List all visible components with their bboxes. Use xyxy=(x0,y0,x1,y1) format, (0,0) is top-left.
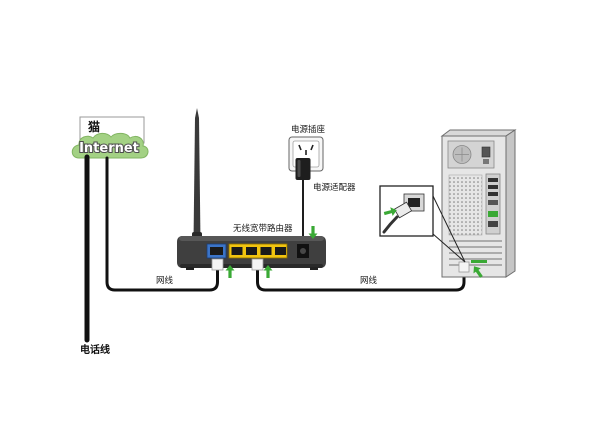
router-power-jack-hole xyxy=(300,248,306,254)
pc-io-port xyxy=(488,200,498,205)
router-lan-ports xyxy=(228,243,288,259)
wan-plug xyxy=(211,258,224,271)
pc-io-port-green xyxy=(488,211,498,217)
router-antenna xyxy=(193,108,201,242)
internet-label: Internet xyxy=(79,141,139,156)
lan-cable-label: 网线 xyxy=(360,275,378,286)
pc-vent-grille xyxy=(448,174,483,236)
wan-cable: 网线 xyxy=(105,156,219,292)
power-socket-label: 电源插座 xyxy=(291,124,326,135)
inset-port-opening xyxy=(408,198,420,207)
socket-slot-left xyxy=(298,144,302,151)
wan-cable-label: 网线 xyxy=(156,275,174,286)
callout-line-bottom xyxy=(432,233,466,263)
router-label: 无线宽带路由器 xyxy=(233,223,293,234)
lan-cable: 网线 xyxy=(256,268,466,292)
pc-side-face xyxy=(505,129,516,278)
phone-line: 电话线 xyxy=(80,154,110,356)
pc-io-port xyxy=(488,221,498,227)
pc-power-inlet xyxy=(481,146,491,158)
pc-tower xyxy=(440,129,517,278)
pc-power-switch xyxy=(483,159,489,164)
router-lan-port-hole xyxy=(231,247,243,255)
pc-network-plug xyxy=(458,261,470,273)
socket-slot-right xyxy=(310,144,314,151)
inset-callout xyxy=(379,185,466,263)
power-adapter: 电源适配器 xyxy=(295,158,356,246)
pc-top-face xyxy=(440,129,517,137)
arrow-down-icon xyxy=(308,226,318,239)
router-bottom-edge xyxy=(180,264,323,268)
router-foot-right xyxy=(310,267,318,270)
internet-cloud xyxy=(71,132,149,159)
modem-label: 猫 xyxy=(88,119,100,134)
router-lan-port-hole xyxy=(246,247,257,255)
router-lan-port-hole xyxy=(275,247,286,255)
power-adapter-highlight xyxy=(297,160,301,177)
router-lan-port-hole xyxy=(260,247,272,255)
wan-cable-line xyxy=(105,156,219,292)
pc-io-port xyxy=(488,185,498,189)
inset-cable xyxy=(382,215,399,234)
arrow-up-icon xyxy=(263,265,273,278)
router-top-edge xyxy=(179,236,324,241)
arrow-up-left-icon xyxy=(473,266,483,278)
callout-line-top xyxy=(432,195,466,263)
modem: 猫 Internet xyxy=(71,116,149,159)
arrow-right-icon xyxy=(383,207,397,216)
router-wan-port-hole xyxy=(210,247,223,255)
pc-network-card xyxy=(471,260,487,263)
lan-plug xyxy=(251,258,264,271)
pc-io-port xyxy=(488,192,498,196)
pc-io-port xyxy=(488,178,498,182)
lan-cable-line xyxy=(256,268,466,292)
router-foot-left xyxy=(186,267,194,270)
arrow-up-icon xyxy=(225,265,235,278)
power-adapter-label: 电源适配器 xyxy=(313,182,356,193)
arrows xyxy=(225,207,483,278)
phone-line-label: 电话线 xyxy=(80,343,110,356)
router: 无线宽带路由器 xyxy=(177,108,326,271)
inset-plug xyxy=(393,201,413,219)
